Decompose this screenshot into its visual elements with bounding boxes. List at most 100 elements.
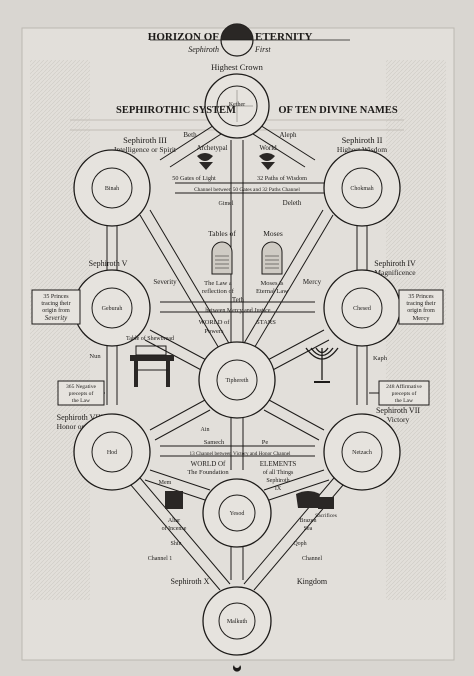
- s8-subtitle: Honor or Glory: [57, 422, 104, 431]
- svg-text:precepts of: precepts of: [392, 390, 417, 397]
- channel-tiphereth-yesod: [230, 415, 244, 470]
- law-reflection-1: The Law a: [204, 280, 232, 287]
- svg-text:tracing their: tracing their: [41, 301, 70, 307]
- cherub-left-icon: [197, 153, 213, 170]
- channel-tiphereth-hod: [149, 399, 211, 441]
- sephiroth-first-right: First: [254, 45, 271, 54]
- s4-subtitle: Magnificence: [374, 268, 416, 277]
- channel-hod-malkuth: [124, 471, 231, 591]
- sephira-netzach: Netzach: [323, 413, 401, 491]
- sephira-chesed: Chesed: [323, 269, 401, 347]
- channel-chesed-tiphereth: [263, 329, 330, 373]
- channel-lines: [106, 119, 368, 591]
- svg-text:365 Negative: 365 Negative: [66, 384, 96, 390]
- aleph-label: Aleph: [279, 131, 297, 139]
- archetypal-label: Archetypal: [196, 144, 227, 152]
- sephira-geburah: Geburah: [73, 269, 151, 347]
- channel-yesod-malkuth: [230, 545, 244, 580]
- foundation-label: The Foundation: [187, 469, 229, 476]
- channel-binah-geburah: [106, 220, 118, 272]
- affirmative-precepts-box: 248 Affirmative precepts of the Law: [378, 380, 430, 406]
- svg-text:Altar: Altar: [168, 518, 180, 524]
- svg-text:35 Princes: 35 Princes: [408, 294, 434, 300]
- svg-text:origin from: origin from: [407, 307, 435, 314]
- elements-label-1: ELEMENTS: [260, 460, 297, 468]
- table-of-shewbread: Table of Shewbread: [126, 335, 174, 387]
- elements-label-4: IX: [275, 486, 282, 492]
- mem-label: Mem: [159, 480, 172, 486]
- shin-label: Shin: [170, 541, 181, 547]
- svg-text:the Law: the Law: [72, 398, 91, 404]
- horizon-left-label: HORIZON OF: [148, 31, 219, 43]
- menorah-icon: [305, 347, 339, 383]
- s2-title: Sephiroth II: [342, 135, 383, 145]
- altar-of-incense: Altar of Incense: [162, 491, 187, 532]
- s4-title: Sephiroth IV: [374, 259, 416, 268]
- qoph-label: Qoph: [293, 541, 306, 547]
- teth-label: Teth: [232, 296, 245, 304]
- s8-title: Sephiroth VIII: [57, 413, 104, 422]
- law-eternal-2: Eternal Law: [256, 288, 288, 295]
- s7-title: Sephiroth VII: [376, 406, 420, 415]
- paths-wisdom-label: 32 Paths of Wisdom: [257, 175, 307, 182]
- beth-label: Beth: [183, 131, 197, 139]
- geburah-label: Geburah: [102, 306, 123, 312]
- channel-geburah-chesed: [160, 301, 315, 313]
- system-title-right: OF TEN DIVINE NAMES: [278, 105, 397, 116]
- world-of-foundation-label: WORLD Of: [191, 460, 226, 468]
- svg-text:Table of Shewbread: Table of Shewbread: [126, 335, 174, 342]
- cherub-right-icon: [259, 153, 275, 170]
- channel-tiphereth-netzach: [263, 399, 325, 441]
- sephira-malkuth: Malkuth: [202, 586, 272, 656]
- svg-text:248 Affirmative: 248 Affirmative: [386, 383, 422, 390]
- svg-text:Brazen: Brazen: [300, 518, 317, 524]
- sephira-tiphereth: Tiphereth: [198, 341, 276, 419]
- hod-label: Hod: [107, 450, 117, 456]
- background-pillar-right: [386, 60, 446, 600]
- channel-netzach-malkuth: [243, 471, 350, 591]
- kingdom-label: Kingdom: [297, 577, 328, 586]
- background-pillar-left: [30, 60, 90, 600]
- channel-geburah-tiphereth: [144, 329, 211, 373]
- channel-binah-tiphereth: [139, 209, 231, 351]
- channel-right-label: Channel: [302, 556, 322, 562]
- channel-chokmah-tiphereth: [242, 209, 334, 351]
- netzach-label: Netzach: [352, 450, 372, 456]
- svg-text:Mercy: Mercy: [413, 315, 431, 322]
- horizon-right-label: ETERNITY: [255, 31, 313, 43]
- channel-hod-netzach: [160, 445, 315, 457]
- chesed-label: Chesed: [353, 306, 371, 312]
- pe-label: Pe: [262, 439, 269, 446]
- tables-of-label: Tables of: [208, 229, 236, 238]
- svg-text:Sacrifices: Sacrifices: [315, 512, 337, 519]
- svg-text:of Incense: of Incense: [162, 525, 187, 532]
- law-eternal-1: Moses is: [261, 280, 284, 287]
- right-tablet-icon: [261, 241, 283, 275]
- channel-hod-yesod: [144, 469, 211, 501]
- gates-light-label: 50 Gates of Light: [172, 175, 216, 182]
- channel-chokmah-chesed: [356, 220, 368, 272]
- elements-label-2: of all Things: [263, 469, 294, 476]
- sephira-binah: Binah: [73, 149, 151, 227]
- kaph-label: Kaph: [373, 355, 388, 362]
- sephira-chokmah: Chokmah: [323, 149, 401, 227]
- channel-kether-tiphereth: [230, 140, 244, 345]
- sephira-kether: Kether: [204, 73, 270, 139]
- world-of-powers-label: WORLD of: [199, 319, 231, 326]
- svg-text:origin from: origin from: [42, 307, 70, 314]
- between-mercy-label: between Mercy and Justice: [205, 308, 270, 314]
- stars-label: STARS: [256, 319, 276, 326]
- moon-icon: [233, 665, 241, 672]
- ain-label: Ain: [201, 427, 210, 433]
- channel-netzach-yesod: [263, 469, 330, 501]
- gimel-label: Gimel: [219, 201, 234, 207]
- world-label: World: [259, 144, 277, 152]
- victory-channel-label: 13 Channel between Victory and Honor Cha…: [189, 451, 291, 457]
- channel-binah-chokmah: [175, 182, 325, 194]
- deleth-label: Deleth: [283, 199, 302, 207]
- tiphereth-label: Tiphereth: [225, 378, 248, 384]
- negative-precepts-box: 365 Negative precepts of the Law: [57, 380, 105, 406]
- chokmah-label: Chokmah: [350, 186, 373, 192]
- svg-text:Sea: Sea: [304, 526, 313, 532]
